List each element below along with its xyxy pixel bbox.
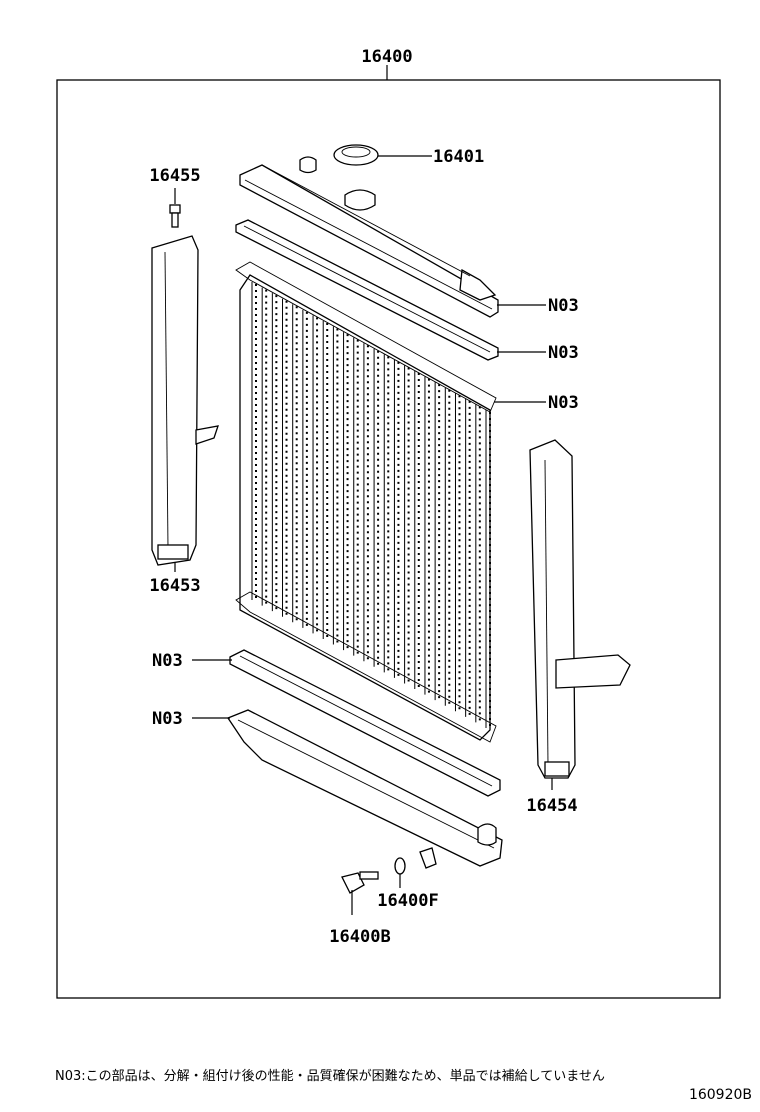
label-16453[interactable]: 16453 (149, 576, 200, 596)
drain-o-ring (394, 857, 406, 875)
label-16400f[interactable]: 16400F (377, 891, 438, 911)
label-16401[interactable]: 16401 (433, 147, 484, 167)
label-n03-lower-tank[interactable]: N03 (152, 709, 183, 729)
bolt (169, 204, 181, 228)
figure-code: 160920B (688, 1087, 752, 1103)
label-n03-upper-gasket[interactable]: N03 (548, 343, 579, 363)
label-n03-lower-gasket[interactable]: N03 (152, 651, 183, 671)
assembly-frame (56, 79, 721, 999)
radiator-core (235, 261, 497, 743)
core-fins (251, 282, 491, 730)
label-16400b[interactable]: 16400B (329, 927, 390, 947)
radiator-cap (333, 144, 379, 166)
right-support-bracket (529, 439, 631, 779)
label-16400[interactable]: 16400 (361, 47, 412, 67)
label-n03-upper-tank[interactable]: N03 (548, 296, 579, 316)
lower-tank (227, 709, 503, 869)
label-16454[interactable]: 16454 (526, 796, 577, 816)
left-support-bracket (151, 235, 219, 566)
drain-cock (341, 871, 379, 894)
footnote: N03:この部品は、分解・組付け後の性能・品質確保が困難なため、単品では補給して… (55, 1069, 605, 1084)
upper-tank (239, 156, 499, 318)
label-16455[interactable]: 16455 (149, 166, 200, 186)
lower-gasket (229, 649, 501, 797)
label-n03-core-top[interactable]: N03 (548, 393, 579, 413)
